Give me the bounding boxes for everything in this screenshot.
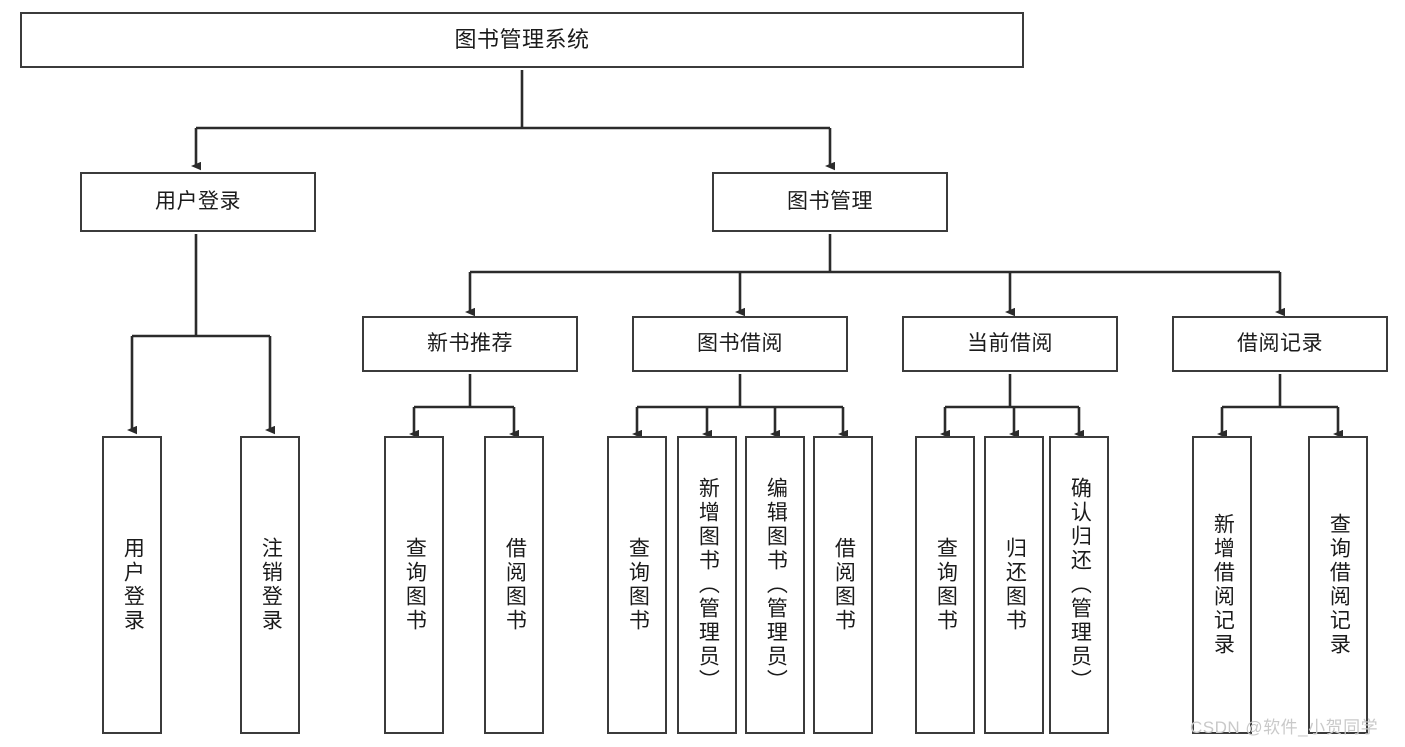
node-leaf-logout-label: 注销登录	[259, 537, 283, 633]
node-leaf-query-record[interactable]: 查询借阅记录	[1308, 436, 1368, 734]
node-leaf-confirm-return-label: 确认归还（管理员）	[1068, 477, 1092, 693]
node-leaf-borrow-book-1[interactable]: 借阅图书	[484, 436, 544, 734]
node-leaf-edit-book[interactable]: 编辑图书（管理员）	[745, 436, 805, 734]
node-root-label: 图书管理系统	[454, 27, 590, 53]
node-user-login[interactable]: 用户登录	[80, 172, 316, 232]
node-leaf-return-book-label: 归还图书	[1003, 537, 1027, 633]
node-leaf-query-book-1-label: 查询图书	[403, 537, 427, 633]
node-book-borrow[interactable]: 图书借阅	[632, 316, 848, 372]
node-book-manage-label: 图书管理	[787, 189, 873, 213]
node-leaf-query-book-2[interactable]: 查询图书	[607, 436, 667, 734]
node-leaf-user-login[interactable]: 用户登录	[102, 436, 162, 734]
node-book-manage[interactable]: 图书管理	[712, 172, 948, 232]
node-new-book-rec-label: 新书推荐	[427, 331, 513, 355]
node-leaf-query-book-3-label: 查询图书	[934, 537, 958, 633]
node-new-book-rec[interactable]: 新书推荐	[362, 316, 578, 372]
node-leaf-add-book[interactable]: 新增图书（管理员）	[677, 436, 737, 734]
node-leaf-edit-book-label: 编辑图书（管理员）	[764, 477, 788, 693]
node-leaf-logout[interactable]: 注销登录	[240, 436, 300, 734]
node-leaf-add-record[interactable]: 新增借阅记录	[1192, 436, 1252, 734]
node-leaf-borrow-book-2[interactable]: 借阅图书	[813, 436, 873, 734]
node-leaf-borrow-book-1-label: 借阅图书	[503, 537, 527, 633]
node-current-borrow[interactable]: 当前借阅	[902, 316, 1118, 372]
node-user-login-label: 用户登录	[155, 189, 241, 213]
node-current-borrow-label: 当前借阅	[967, 331, 1053, 355]
node-leaf-add-record-label: 新增借阅记录	[1211, 513, 1235, 657]
node-leaf-add-book-label: 新增图书（管理员）	[696, 477, 720, 693]
node-leaf-confirm-return[interactable]: 确认归还（管理员）	[1049, 436, 1109, 734]
node-leaf-borrow-book-2-label: 借阅图书	[832, 537, 856, 633]
node-leaf-query-record-label: 查询借阅记录	[1327, 513, 1351, 657]
node-leaf-query-book-1[interactable]: 查询图书	[384, 436, 444, 734]
node-leaf-query-book-3[interactable]: 查询图书	[915, 436, 975, 734]
node-borrow-record[interactable]: 借阅记录	[1172, 316, 1388, 372]
node-leaf-query-book-2-label: 查询图书	[626, 537, 650, 633]
node-leaf-user-login-label: 用户登录	[121, 537, 145, 633]
node-book-borrow-label: 图书借阅	[697, 331, 783, 355]
node-root[interactable]: 图书管理系统	[20, 12, 1024, 68]
node-leaf-return-book[interactable]: 归还图书	[984, 436, 1044, 734]
node-borrow-record-label: 借阅记录	[1237, 331, 1323, 355]
csdn-watermark: CSDN @软件_小贺同学	[1190, 718, 1379, 737]
